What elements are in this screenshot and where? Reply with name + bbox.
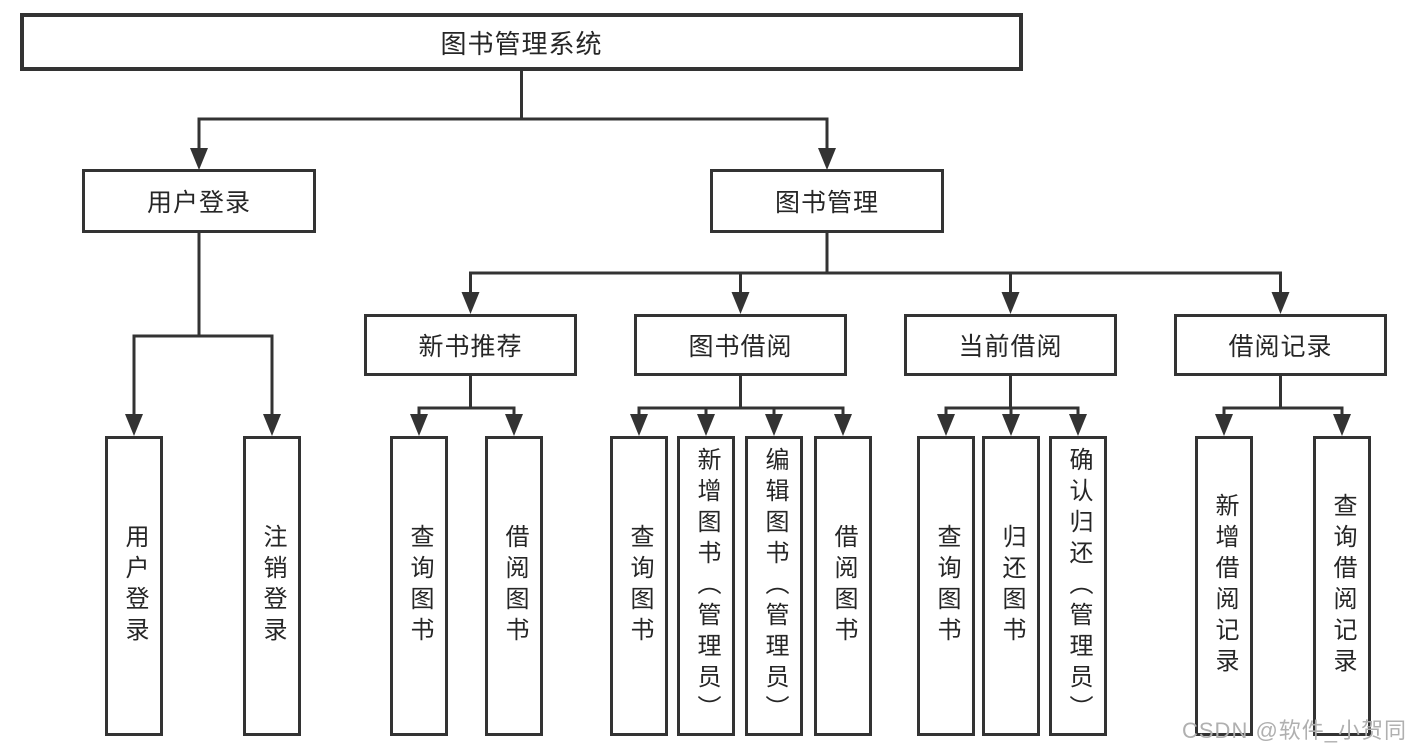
connector-bookmgmt-to-level3 bbox=[469, 233, 1282, 292]
leaf-confirm-return-admin: 确认归还（管理员） bbox=[1049, 436, 1107, 736]
arrow-down-icon bbox=[1271, 292, 1290, 314]
leaf-label: 用户登录 bbox=[121, 524, 148, 648]
node-label: 新书推荐 bbox=[418, 333, 523, 361]
csdn-watermark: CSDN @软件_小贺同学 bbox=[1182, 718, 1405, 743]
leaf-label: 新增借阅记录 bbox=[1211, 493, 1238, 679]
leaf-add-books-admin: 新增图书（管理员） bbox=[677, 436, 735, 736]
arrow-down-icon bbox=[190, 148, 208, 170]
leaf-label: 编辑图书（管理员） bbox=[761, 446, 788, 726]
connector-root-to-level2 bbox=[197, 71, 829, 150]
leaf-label: 查询图书 bbox=[933, 524, 960, 648]
node-label: 用户登录 bbox=[146, 189, 251, 217]
arrow-down-icon bbox=[834, 414, 852, 436]
node-borrow-records: 借阅记录 bbox=[1174, 314, 1387, 376]
arrow-down-icon bbox=[630, 414, 648, 436]
leaf-user-login: 用户登录 bbox=[105, 436, 163, 736]
leaf-query-books: 查询图书 bbox=[917, 436, 975, 736]
node-book-management: 图书管理 bbox=[710, 169, 944, 233]
leaf-query-books: 查询图书 bbox=[610, 436, 668, 736]
node-label: 图书管理系统 bbox=[440, 28, 603, 59]
arrow-down-icon bbox=[1215, 414, 1233, 436]
arrow-down-icon bbox=[125, 414, 143, 436]
node-user-login: 用户登录 bbox=[82, 169, 316, 233]
arrow-down-icon bbox=[765, 414, 783, 436]
arrow-down-icon bbox=[1069, 414, 1087, 436]
node-label: 图书借阅 bbox=[688, 333, 793, 361]
leaf-label: 借阅图书 bbox=[830, 524, 857, 648]
arrow-down-icon bbox=[1001, 292, 1020, 314]
leaf-return-books: 归还图书 bbox=[982, 436, 1040, 736]
leaf-query-books: 查询图书 bbox=[390, 436, 448, 736]
arrow-down-icon bbox=[731, 292, 750, 314]
connector-borrow-to-leaves bbox=[637, 376, 845, 414]
arrow-down-icon bbox=[461, 292, 480, 314]
leaf-label: 归还图书 bbox=[998, 524, 1025, 648]
connector-record-to-leaves bbox=[1222, 376, 1344, 414]
leaf-label: 查询借阅记录 bbox=[1329, 493, 1356, 679]
arrow-down-icon bbox=[410, 414, 428, 436]
node-new-book-recommend: 新书推荐 bbox=[364, 314, 577, 376]
node-current-borrowing: 当前借阅 bbox=[904, 314, 1117, 376]
leaf-query-borrow-record: 查询借阅记录 bbox=[1313, 436, 1371, 736]
leaf-logout: 注销登录 bbox=[243, 436, 301, 736]
leaf-label: 借阅图书 bbox=[501, 524, 528, 648]
leaf-borrow-books: 借阅图书 bbox=[814, 436, 872, 736]
connector-current-to-leaves bbox=[944, 376, 1080, 414]
leaf-label: 注销登录 bbox=[259, 524, 286, 648]
leaf-label: 查询图书 bbox=[406, 524, 433, 648]
leaf-label: 新增图书（管理员） bbox=[693, 446, 720, 726]
leaf-label: 确认归还（管理员） bbox=[1065, 446, 1092, 726]
connector-newbook-to-leaves bbox=[417, 376, 516, 414]
arrow-down-icon bbox=[263, 414, 281, 436]
arrow-down-icon bbox=[1002, 414, 1020, 436]
leaf-label: 查询图书 bbox=[626, 524, 653, 648]
arrow-down-icon bbox=[937, 414, 955, 436]
node-label: 图书管理 bbox=[774, 189, 879, 217]
node-library-system: 图书管理系统 bbox=[20, 13, 1023, 71]
arrow-down-icon bbox=[697, 414, 715, 436]
arrow-down-icon bbox=[1333, 414, 1351, 436]
node-book-borrowing: 图书借阅 bbox=[634, 314, 847, 376]
arrow-down-icon bbox=[818, 148, 836, 170]
node-label: 当前借阅 bbox=[958, 333, 1063, 361]
arrow-down-icon bbox=[505, 414, 523, 436]
leaf-add-borrow-record: 新增借阅记录 bbox=[1195, 436, 1253, 736]
leaf-edit-books-admin: 编辑图书（管理员） bbox=[745, 436, 803, 736]
connector-userlogin-to-leaves bbox=[132, 233, 274, 414]
node-label: 借阅记录 bbox=[1228, 333, 1333, 361]
leaf-borrow-books: 借阅图书 bbox=[485, 436, 543, 736]
